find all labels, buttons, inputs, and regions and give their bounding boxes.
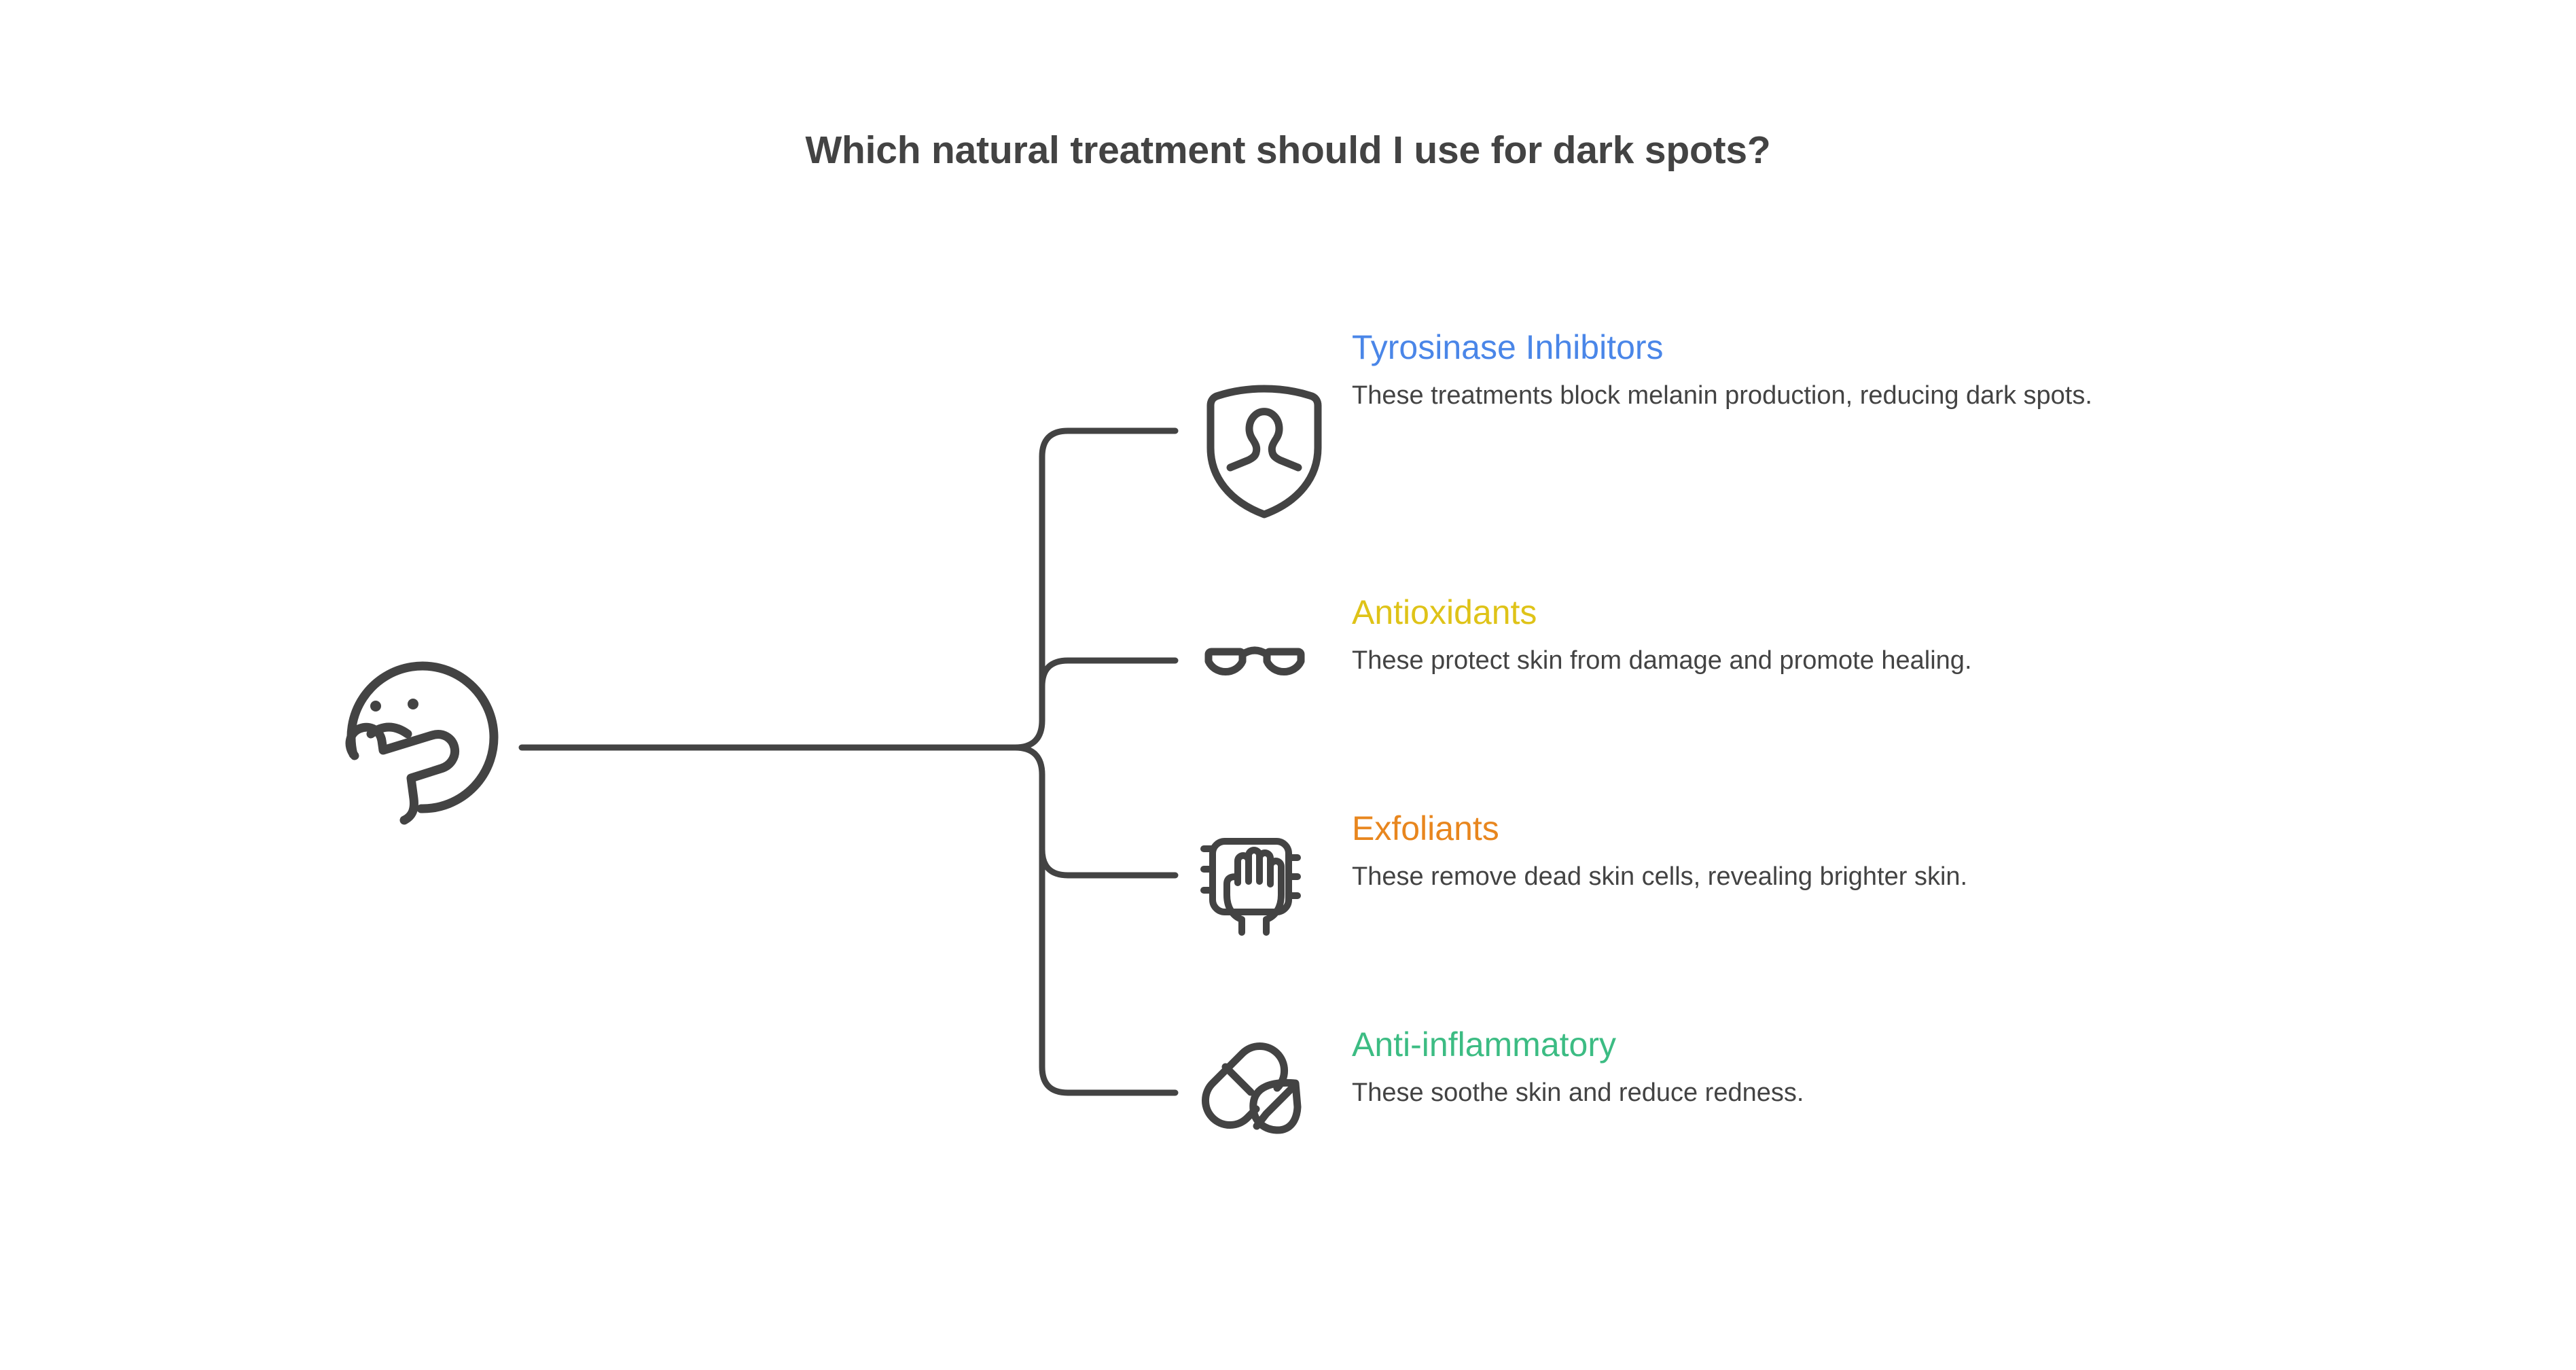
branch-item-2[interactable]: Antioxidants These protect skin from dam…	[1352, 593, 2507, 678]
capsule-outline	[1201, 1042, 1289, 1129]
eye-right	[408, 699, 418, 709]
branch-line-2	[1039, 657, 1179, 690]
page-title: Which natural treatment should I use for…	[805, 128, 1771, 172]
glasses-bridge	[1238, 646, 1271, 658]
branch-title-4: Anti-inflammatory	[1352, 1025, 1616, 1064]
scrub-ticks	[1200, 845, 1301, 899]
face-outline	[346, 661, 499, 813]
leaf-outline	[1249, 1078, 1302, 1134]
spine-lower	[1012, 744, 1179, 1096]
lens-left	[1204, 648, 1247, 675]
branch-description-1: These treatments block melanin productio…	[1352, 381, 2092, 410]
branch-description-3: These remove dead skin cells, revealing …	[1352, 862, 1968, 891]
hand-glyph	[1223, 847, 1285, 936]
branch-item-1[interactable]: Tyrosinase Inhibitors These treatments b…	[1352, 328, 2507, 413]
lens-right	[1263, 648, 1305, 675]
branch-item-3[interactable]: Exfoliants These remove dead skin cells,…	[1352, 809, 2507, 894]
capsule-divider	[1221, 1063, 1255, 1096]
branch-line-3	[1039, 846, 1179, 879]
spine-upper	[1012, 427, 1179, 751]
branch-title-1: Tyrosinase Inhibitors	[1352, 328, 1664, 366]
branch-title-3: Exfoliants	[1352, 809, 1499, 847]
mouth	[366, 722, 412, 739]
scrub-frame	[1209, 838, 1292, 915]
branch-description-4: These soothe skin and reduce redness.	[1352, 1078, 1804, 1107]
branch-description-2: These protect skin from damage and promo…	[1352, 646, 1972, 675]
branch-item-4[interactable]: Anti-inflammatory These soothe skin and …	[1352, 1025, 2507, 1110]
leaf-stem	[1253, 1081, 1299, 1130]
chin-hand	[345, 722, 460, 825]
shield-outline	[1206, 385, 1322, 519]
person-head	[1245, 408, 1302, 472]
branch-title-2: Antioxidants	[1352, 593, 1537, 631]
person-shoulders	[1226, 434, 1261, 472]
eye-left	[370, 701, 381, 712]
